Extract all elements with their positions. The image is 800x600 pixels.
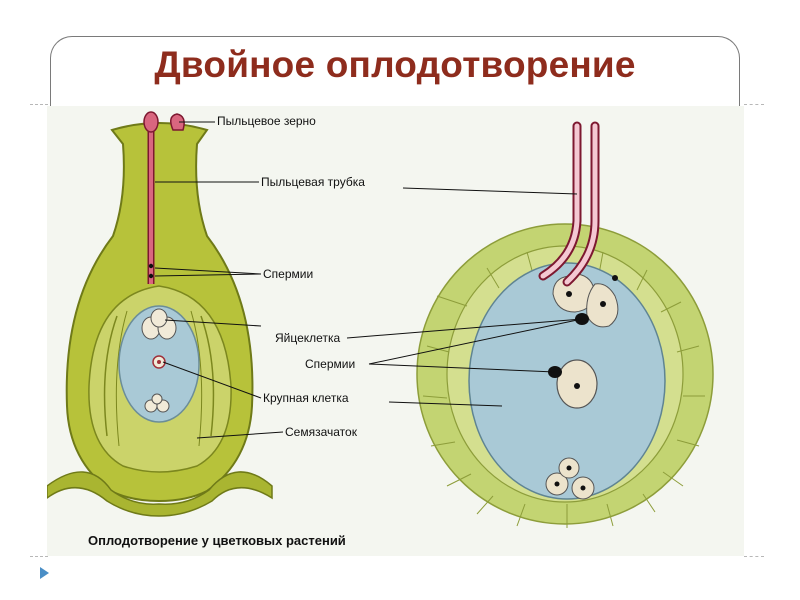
divider-left <box>30 104 48 105</box>
egg-cell-left <box>151 309 167 327</box>
label-pollen-tube: Пыльцевая трубка <box>261 175 365 189</box>
divider-bottom-right <box>744 556 764 557</box>
pistil <box>47 112 272 516</box>
sperm-left-2 <box>149 274 153 278</box>
triangle-bullet-icon <box>40 567 49 579</box>
label-sperms-top: Спермии <box>263 267 313 281</box>
label-large-cell: Крупная клетка <box>263 391 349 405</box>
sperm-left-1 <box>149 264 153 268</box>
label-sperms-right: Спермии <box>305 357 355 371</box>
antipodal-3 <box>152 394 162 404</box>
fertilization-diagram <box>47 106 744 556</box>
label-ovule: Семязачаток <box>285 425 357 439</box>
slide-title: Двойное оплодотворение <box>0 44 790 86</box>
label-pollen-grain: Пыльцевое зерно <box>217 114 316 128</box>
figure-caption: Оплодотворение у цветковых растений <box>88 533 346 548</box>
pollen-grain-1 <box>144 112 158 132</box>
enlarged-ovule <box>417 126 713 528</box>
diagram-figure: Пыльцевое зерно Пыльцевая трубка Спермии… <box>47 106 744 556</box>
label-egg-cell: Яйцеклетка <box>275 331 340 345</box>
divider-right <box>744 104 764 105</box>
divider-bottom-left <box>30 556 48 557</box>
